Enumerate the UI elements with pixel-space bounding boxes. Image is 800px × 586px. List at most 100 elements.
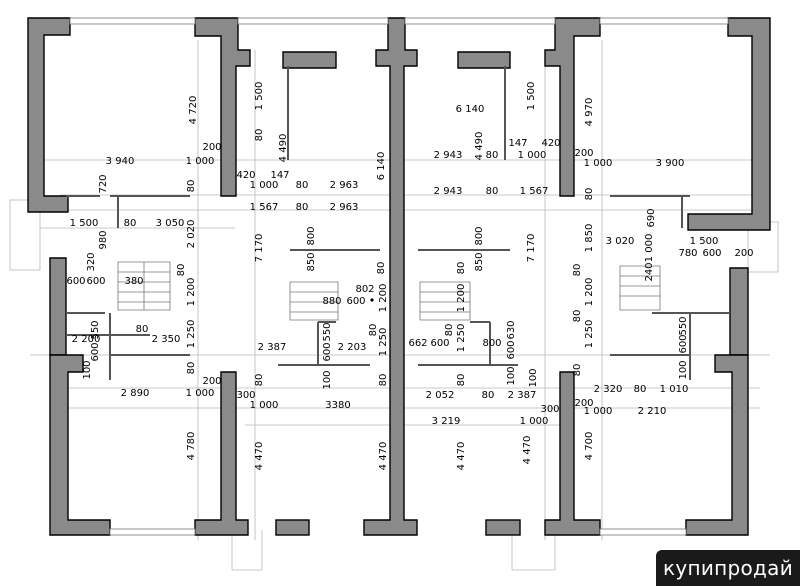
dim-label: 4 470 — [522, 436, 533, 465]
dim-label: 1 250 — [456, 324, 467, 353]
dim-label: 100 — [678, 360, 689, 379]
dim-label: 800 — [474, 226, 485, 245]
dim-label: 80 — [368, 324, 379, 337]
dim-label: 800 — [306, 226, 317, 245]
dim-label: 3380 — [325, 400, 350, 411]
dim-label: 630 — [506, 320, 517, 339]
dim-label: 4 470 — [456, 442, 467, 471]
wall-right-bottom — [685, 354, 749, 536]
dim-label: 802 — [355, 284, 374, 295]
walls — [27, 17, 771, 536]
dim-label: 4 470 — [378, 442, 389, 471]
dim-label: 780 — [678, 248, 697, 259]
partitions — [66, 66, 730, 380]
dim-label: 600 — [86, 276, 105, 287]
dim-label: 7 170 — [526, 234, 537, 263]
dim-label: 2 210 — [638, 406, 667, 417]
dim-label: 380 — [124, 276, 143, 287]
dim-label: 80 — [378, 374, 389, 387]
dim-label: 80 — [572, 264, 583, 277]
dim-label: 80 — [584, 188, 595, 201]
dim-label: 600 — [702, 248, 721, 259]
dim-label: 600 — [90, 342, 101, 361]
dim-label: 550 — [90, 320, 101, 339]
dim-label: 1 000 — [186, 156, 215, 167]
dim-label: 1 000 — [584, 406, 613, 417]
dim-label: 1 000 — [518, 150, 547, 161]
wall-left-top — [27, 17, 71, 213]
dim-label: 6 140 — [456, 104, 485, 115]
dim-label: 1 010 — [660, 384, 689, 395]
dim-label: 80 — [254, 374, 265, 387]
dim-label: 1 250 — [584, 320, 595, 349]
dim-label: 6 140 — [376, 152, 387, 181]
dim-label: 80 — [176, 264, 187, 277]
wall-right-mid — [729, 267, 749, 356]
windows — [69, 17, 729, 536]
dim-label: 80 — [186, 180, 197, 193]
dim-label: 300 — [540, 404, 559, 415]
dim-label: 80 — [572, 364, 583, 377]
dim-label: 200 — [574, 148, 593, 159]
dim-label: 2 020 — [186, 220, 197, 249]
dim-label: 200 — [734, 248, 753, 259]
wall-col2-top — [544, 17, 601, 197]
dim-label: 2 052 — [426, 390, 455, 401]
dim-label: 1 500 — [690, 236, 719, 247]
dim-label: 1 000 — [250, 180, 279, 191]
dim-label: 2 320 — [594, 384, 623, 395]
dim-label: 600 — [66, 276, 85, 287]
dim-label: 600 — [430, 338, 449, 349]
dim-label: 850 — [474, 252, 485, 271]
dim-label: 1 000 — [644, 234, 655, 263]
dim-label: 80 — [376, 262, 387, 275]
wall-col1-bottom — [194, 371, 249, 536]
dim-label: 1 500 — [526, 82, 537, 111]
dim-label: 300 — [236, 390, 255, 401]
dim-label: 850 — [306, 252, 317, 271]
wall-left-bottom — [49, 354, 111, 536]
dim-label: 1 200 — [456, 284, 467, 313]
dim-label: 2 387 — [508, 390, 537, 401]
dim-label: 550 — [322, 322, 333, 341]
wall-col1-top — [194, 17, 251, 197]
dim-label: 1 000 — [250, 400, 279, 411]
kupiprodai-logo[interactable]: купипродай — [656, 550, 800, 586]
wall-center-top — [363, 17, 418, 536]
dim-label: 2 963 — [330, 180, 359, 191]
dim-label: 4 470 — [254, 442, 265, 471]
dim-label: 1 500 — [70, 218, 99, 229]
dim-label: 1 850 — [584, 224, 595, 253]
dim-label: 2 943 — [434, 150, 463, 161]
dim-label: 80 — [486, 150, 499, 161]
dimension-labels: 1 500 4 720 80 4 490 200 3 940 1 000 420… — [66, 82, 753, 471]
dim-label: 100 — [506, 366, 517, 385]
dim-label: 1 500 — [254, 82, 265, 111]
wall-right-top — [687, 17, 771, 231]
dim-label: 2 963 — [330, 202, 359, 213]
dim-label: 1 200 — [378, 284, 389, 313]
dim-label: 600 — [506, 340, 517, 359]
dim-label: 80 — [486, 186, 499, 197]
dim-label: 80 — [456, 374, 467, 387]
dim-label: 4 970 — [584, 98, 595, 127]
dim-label: 600 — [322, 342, 333, 361]
dim-label: 4 780 — [186, 432, 197, 461]
stairs — [117, 261, 661, 321]
dim-label: 880 — [322, 296, 341, 307]
wall-top-slab-right — [457, 51, 511, 69]
wall-top-slab-left — [282, 51, 337, 69]
dim-label: 200 — [574, 398, 593, 409]
dim-label: 147 — [270, 170, 289, 181]
dim-label: 2 203 — [338, 342, 367, 353]
dim-label: 200 — [202, 376, 221, 387]
dim-label: 2 943 — [434, 186, 463, 197]
dim-label: 3 219 — [432, 416, 461, 427]
dim-label: 600 — [678, 334, 689, 353]
dim-label: 2 387 — [258, 342, 287, 353]
dim-label: 4 720 — [188, 96, 199, 125]
dim-label: 80 — [186, 362, 197, 375]
dim-label: 80 — [254, 129, 265, 142]
dim-label: 1 567 — [250, 202, 279, 213]
